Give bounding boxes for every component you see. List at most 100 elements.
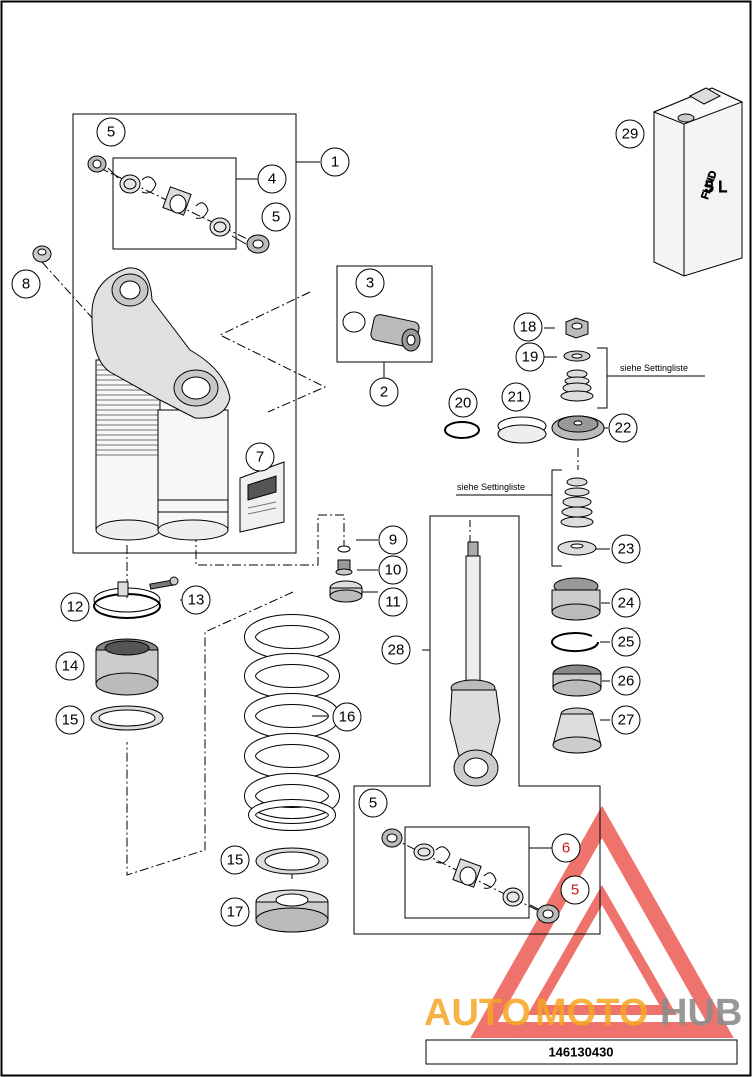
part-shim-stack-upper: [560, 369, 594, 402]
callout-label-8: 8: [22, 276, 30, 293]
callout-13: [181, 585, 211, 615]
callout-label-14: 14: [62, 658, 79, 675]
callout-label-25: 25: [618, 634, 635, 651]
callout-6: [551, 833, 581, 863]
part-bushing-group-4: [119, 174, 231, 237]
callout-9: [378, 525, 408, 555]
callout-label-1: 1: [331, 154, 339, 171]
group-box-4: [112, 157, 237, 250]
callout-labels: 5 1 4 5 8 3 2 7 9 10 11 12 13 14 15 16 1…: [22, 124, 639, 921]
callout-label-5c: 5: [369, 795, 377, 812]
part-washer-23: [557, 540, 597, 556]
callout-label-28: 28: [388, 642, 405, 659]
part-bumper-27: [552, 707, 602, 754]
callout-label-7: 7: [256, 449, 264, 466]
callout-27: [611, 705, 641, 735]
setting-bracket-upper: [597, 347, 608, 409]
group-box-1: [72, 113, 297, 554]
callout-label-3: 3: [366, 275, 374, 292]
callout-label-12: 12: [67, 599, 84, 616]
callout-label-16: 16: [339, 709, 356, 726]
callout-label-15b: 15: [227, 852, 244, 869]
callout-15b: [220, 845, 250, 875]
part-shim-stack-lower: [560, 477, 594, 528]
callout-label-15a: 15: [62, 712, 79, 729]
part-ring-20: [444, 421, 480, 439]
watermark-text-hub: HUB: [660, 992, 742, 1034]
callout-label-27: 27: [618, 712, 635, 729]
callout-14: [55, 651, 85, 681]
callout-12: [60, 592, 90, 622]
callouts: [11, 117, 645, 927]
part-sticker-7: [239, 461, 285, 533]
part-seal-5-bottom-left: [381, 828, 403, 848]
part-band-21: [497, 416, 547, 444]
callout-7: [245, 442, 275, 472]
callout-20: [448, 388, 478, 418]
callout-2: [369, 377, 399, 407]
callout-19: [515, 342, 545, 372]
callout-28: [381, 635, 411, 665]
part-seal-5-right: [246, 234, 270, 254]
callout-24: [611, 588, 641, 618]
part-seal-5-bottom-right: [536, 904, 560, 924]
callout-11: [378, 587, 408, 617]
part-washer-9: [337, 545, 351, 553]
callout-label-19: 19: [522, 349, 539, 366]
reference-number-box: [425, 1039, 738, 1065]
callout-label-23: 23: [618, 541, 635, 558]
part-seal-5-top: [87, 155, 107, 173]
callout-5d: [560, 875, 590, 905]
fluid-can-label-2: 5 L: [705, 179, 727, 196]
watermark-text: AUTO MOTO HUB: [424, 992, 742, 1034]
part-bottom-out-26: [552, 664, 602, 697]
watermark-logo: [470, 805, 734, 1038]
callout-5a: [96, 117, 126, 147]
part-piston-22: [551, 415, 605, 441]
callout-1: [320, 147, 350, 177]
callout-label-29: 29: [622, 126, 639, 143]
part-bushing-group-6: [413, 843, 524, 907]
callout-label-4: 4: [268, 171, 276, 188]
callout-17: [220, 897, 250, 927]
part-valve-core-10: [335, 559, 353, 576]
callout-25: [611, 627, 641, 657]
callout-4: [257, 164, 287, 194]
callout-22: [608, 413, 638, 443]
callout-label-13: 13: [188, 592, 205, 609]
part-washer-15-left: [90, 705, 164, 731]
setting-bracket-lower: [551, 469, 562, 567]
callout-5b: [261, 202, 291, 232]
reference-number: 146130430: [548, 1045, 613, 1060]
group-box-28: [353, 515, 601, 935]
watermark-triangle-inner: [527, 884, 677, 1015]
callout-label-9: 9: [389, 532, 397, 549]
watermark-text-auto: AUTO: [424, 992, 531, 1034]
callout-3: [355, 268, 385, 298]
callout-5c: [358, 788, 388, 818]
callout-label-10: 10: [385, 562, 402, 579]
callout-18: [513, 312, 543, 342]
callout-label-6: 6: [562, 840, 570, 857]
callout-label-17: 17: [227, 904, 244, 921]
part-screw-13: [149, 576, 179, 590]
part-adjuster-ring-14: [95, 638, 159, 696]
part-piston-rod-28: [449, 541, 501, 787]
callout-label-18: 18: [520, 319, 537, 336]
callout-label-11: 11: [385, 594, 401, 611]
part-spring-retainer-17: [255, 889, 329, 933]
part-spring-16: [244, 614, 340, 831]
group-box-6: [404, 826, 530, 919]
callout-29: [615, 119, 645, 149]
part-clamp-12: [93, 581, 161, 619]
callout-label-5a: 5: [107, 124, 115, 141]
watermark-triangle-outer: [470, 805, 734, 1038]
part-damper-body-1: [91, 267, 231, 541]
callout-15a: [55, 705, 85, 735]
part-washer-15-center: [255, 847, 329, 875]
watermark-text-moto: MOTO: [535, 992, 648, 1034]
callout-10: [378, 555, 408, 585]
setting-list-note-lower: siehe Settingliste: [457, 482, 525, 492]
